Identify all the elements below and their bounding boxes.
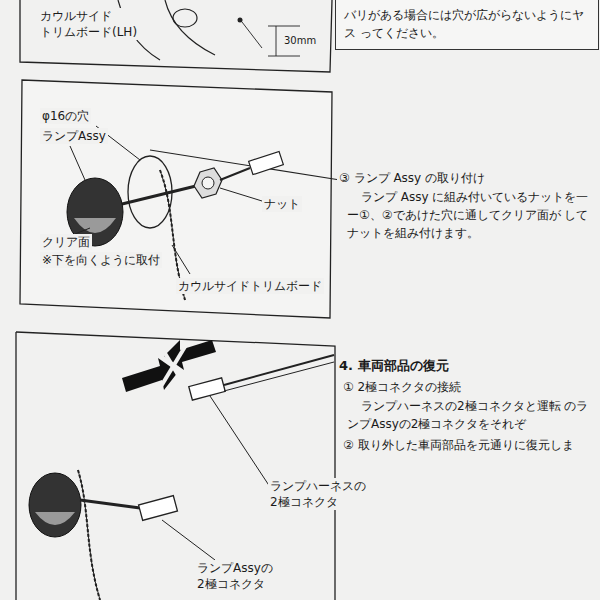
panel-frame (15, 332, 16, 600)
connector (249, 151, 284, 174)
part-name: φ16の穴 (40, 108, 91, 124)
nut (202, 177, 214, 189)
panel-frame (16, 332, 335, 600)
clear-lens (74, 218, 116, 233)
note-box: バリがある場合には穴が広がらないようにヤス ってください。 (335, 0, 599, 50)
dimension-line (276, 26, 277, 56)
dimension-line (268, 26, 300, 27)
part-name: ランプAssy (40, 128, 108, 144)
part-name: クリア面 (40, 234, 92, 250)
dimension-line (268, 56, 300, 57)
dimension: 30mm (282, 33, 318, 49)
part-name: カウルサイドトリムボード (176, 278, 324, 294)
connector (189, 378, 225, 400)
step-heading: ① 2極コネクタの接続 (341, 379, 463, 395)
panel-frame (20, 0, 332, 72)
connector (139, 496, 178, 521)
trim-board (78, 470, 100, 600)
cross-mark (160, 345, 186, 388)
leader-line (172, 245, 190, 274)
step-heading: ③ ランプ Assy の取り付け (337, 170, 487, 186)
panel-frame (20, 80, 332, 318)
wire (224, 355, 334, 385)
hole-mark (173, 9, 197, 27)
part-name: ランプAssyの 2極コネクタ (195, 560, 299, 592)
step-text: ランプ Assy に組み付いているナットを一 ー①、②であけた穴に通してクリア面… (345, 188, 597, 242)
drill-point (238, 18, 243, 23)
note-text: バリがある場合には穴が広がらないようにヤス ってください。 (344, 6, 590, 42)
step-text: ランプハーネスの2極コネクタと運転 のランプAssyの2極コネクタをそれぞ (345, 397, 597, 433)
part-name: カウルサイド トリムボード(LH) (38, 8, 158, 40)
section-heading: 4. 車両部品の復元 (337, 358, 451, 374)
wire (80, 500, 140, 508)
leader-line (210, 396, 272, 490)
leader-line (162, 520, 215, 560)
wire (220, 168, 250, 180)
leader-line (220, 188, 262, 201)
trim-outline (165, 0, 215, 55)
clear-lens (35, 512, 75, 525)
lamp-shaft (118, 185, 200, 205)
note: ※下を向くように取付 (40, 252, 162, 268)
nut (194, 168, 222, 198)
part-name: ナット (262, 196, 302, 212)
wire (224, 362, 334, 391)
lamp-body (29, 473, 81, 537)
dimension-line (242, 22, 262, 48)
step-heading: ② 取り外した車両部品を元通りに復元しま (341, 437, 576, 453)
part-name: ランプハーネスの 2極コネクタ (268, 478, 376, 510)
cross-mark (160, 345, 186, 388)
trim-edge (150, 150, 340, 180)
trim-board (78, 470, 100, 600)
leader-line (70, 146, 85, 180)
